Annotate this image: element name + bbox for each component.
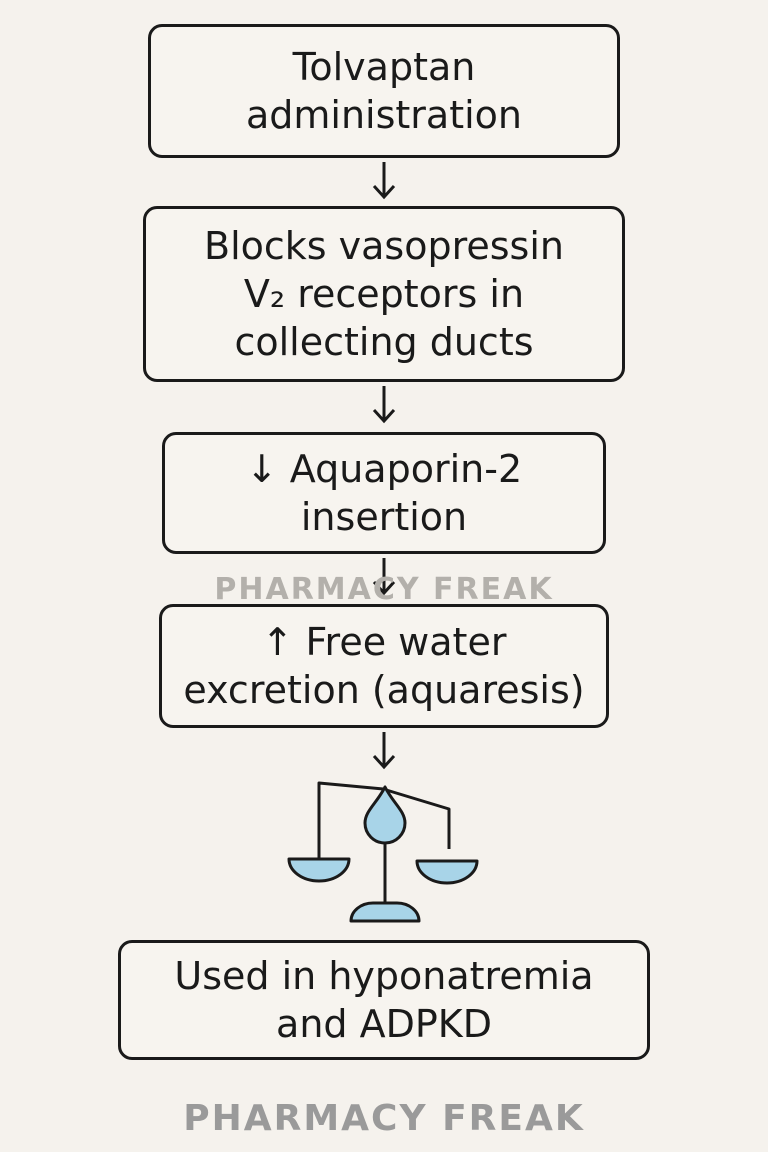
step-4-line-2: excretion (aquaresis) bbox=[183, 668, 585, 712]
step-1-line-1: Tolvaptan bbox=[292, 45, 476, 89]
arrow-down-icon bbox=[372, 732, 396, 770]
arrow-down-icon bbox=[372, 162, 396, 200]
step-1-line-2: administration bbox=[245, 93, 523, 137]
step-3-line-2: insertion bbox=[300, 495, 468, 539]
step-2-line-1: Blocks vasopressin bbox=[204, 224, 564, 268]
step-4-line-1: ↑ Free water bbox=[261, 620, 507, 664]
step-box-5: Used in hyponatremia and ADPKD bbox=[118, 940, 650, 1060]
watermark-bottom: PHARMACY FREAK bbox=[183, 1098, 585, 1139]
step-box-1: Tolvaptan administration bbox=[148, 24, 620, 158]
step-2-line-2: V₂ receptors in bbox=[243, 272, 525, 316]
step-box-4: ↑ Free water excretion (aquaresis) bbox=[159, 604, 609, 728]
step-2-line-3: collecting ducts bbox=[234, 320, 534, 364]
arrow-down-icon bbox=[372, 558, 396, 596]
arrow-down-icon bbox=[372, 386, 396, 424]
step-5-line-2: and ADPKD bbox=[276, 1002, 492, 1046]
step-5-line-1: Used in hyponatremia bbox=[174, 954, 594, 998]
step-box-3: ↓ Aquaporin-2 insertion bbox=[162, 432, 606, 554]
watermark-middle: PHARMACY FREAK bbox=[214, 572, 554, 607]
water-balance-scale-icon bbox=[287, 781, 479, 923]
step-3-line-1: ↓ Aquaporin-2 bbox=[245, 447, 523, 491]
step-box-2: Blocks vasopressin V₂ receptors in colle… bbox=[143, 206, 625, 382]
